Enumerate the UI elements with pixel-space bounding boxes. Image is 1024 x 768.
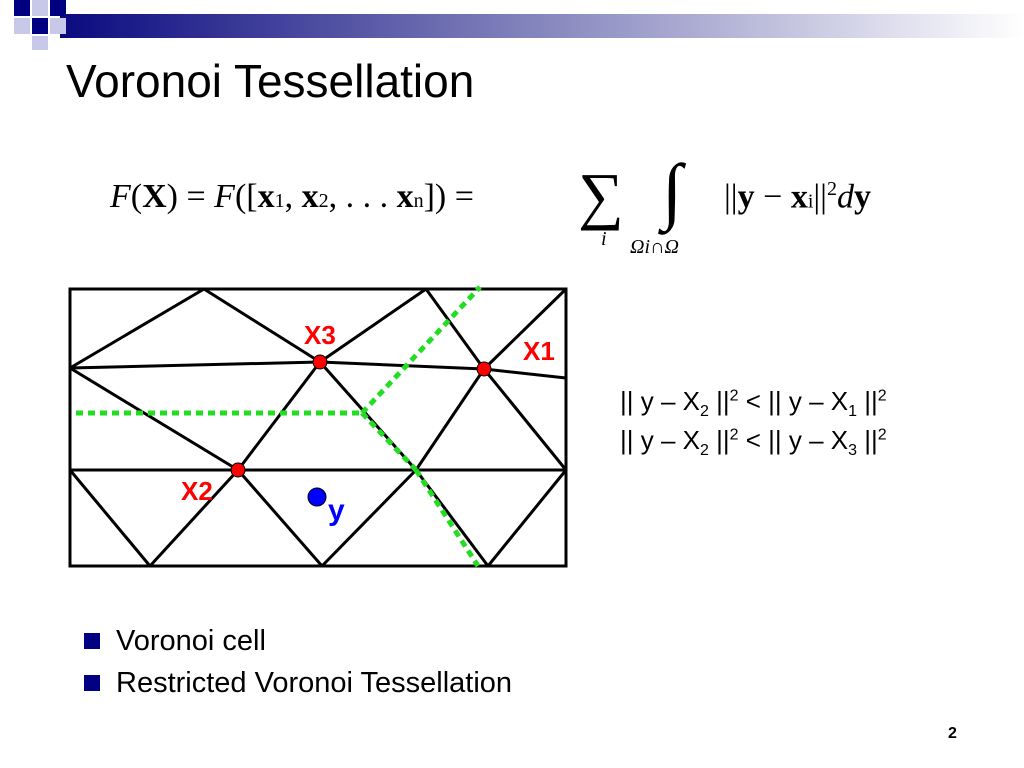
sites (230, 354, 492, 507)
header-gradient-bar (60, 14, 1024, 38)
mesh-edge (424, 288, 486, 370)
label-y: y (328, 494, 345, 527)
bullet-item: Restricted Voronoi Tessellation (84, 662, 512, 704)
mesh-edge (414, 368, 486, 471)
integral-symbol: ∫ (662, 150, 683, 232)
mesh-edge (69, 366, 239, 472)
label-x1: X1 (523, 336, 555, 366)
mesh-edge (319, 287, 427, 364)
inequality-row-2: || y – X2 ||2 < || y – X3 ||2 (620, 424, 887, 459)
voronoi-edge (360, 285, 482, 415)
voronoi-edges (76, 285, 482, 568)
slide-title: Voronoi Tessellation (66, 55, 475, 107)
mesh-edge (69, 360, 321, 370)
bullet-square-icon (84, 675, 100, 691)
page-number: 2 (948, 725, 957, 742)
site-x3-point (312, 354, 328, 370)
header-square (50, 0, 66, 16)
inequality-row-1: || y – X2 ||2 < || y – X1 ||2 (620, 386, 887, 421)
header-square (32, 18, 48, 34)
header-square (14, 18, 30, 34)
site-x1-point (476, 361, 492, 377)
mesh-edge (69, 287, 205, 370)
triangle-mesh (68, 287, 568, 568)
mesh-edge (320, 468, 418, 568)
mesh-edge (68, 469, 152, 567)
inequalities: || y – X2 ||2 < || y – X1 ||2 || y – X2 … (620, 384, 887, 462)
domain-boundary (68, 287, 568, 568)
sum-index: i (601, 228, 607, 250)
header-square (50, 18, 66, 34)
bullet-text: Voronoi cell (116, 624, 266, 657)
bullet-list: Voronoi cell Restricted Voronoi Tessella… (84, 620, 512, 704)
voronoi-edge (413, 468, 481, 568)
mesh-edge (482, 368, 568, 471)
voronoi-edge (360, 411, 418, 472)
formula-lhs: F(X) = F([x1, x2, . . . xn]) = (110, 178, 474, 215)
bullet-square-icon (84, 633, 100, 649)
site-x2-point (230, 462, 246, 478)
mesh-edge (319, 360, 485, 371)
mesh-edge (482, 287, 568, 371)
header-decoration (14, 0, 1024, 50)
mesh-edge (236, 469, 324, 567)
mesh-edge (486, 469, 568, 567)
mesh-edge (483, 367, 567, 380)
formula-integrand: ||y − xi||2dy (724, 178, 871, 216)
bullet-item: Voronoi cell (84, 620, 512, 662)
site-labels: X3 X1 X2 y (181, 320, 555, 527)
query-point-y (307, 487, 327, 507)
label-x2: X2 (181, 476, 213, 506)
label-x3: X3 (304, 320, 336, 350)
integral-lower-bound: Ωi∩Ω (630, 236, 679, 258)
header-square (32, 36, 48, 50)
mesh-edge (236, 361, 322, 471)
mesh-edge (203, 287, 321, 364)
sum-symbol: ∑ (578, 160, 624, 231)
header-square (32, 0, 48, 16)
energy-formula: F(X) = F([x1, x2, . . . xn]) = ∑ i ∫ Ωi∩… (110, 150, 930, 260)
mesh-edge (148, 468, 240, 568)
mesh-edge (414, 469, 490, 567)
bullet-text: Restricted Voronoi Tessellation (116, 666, 513, 699)
header-square (14, 0, 30, 16)
